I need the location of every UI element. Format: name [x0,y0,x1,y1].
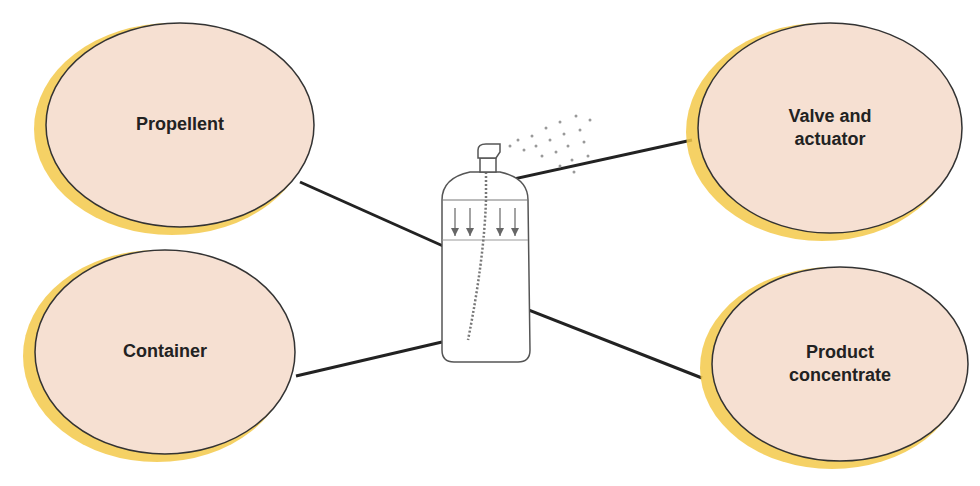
ellipse-node: Valve and actuator [692,17,968,239]
node-label: Valve and actuator [765,105,895,152]
ellipse-outline [692,17,968,239]
leader-lines [296,140,702,378]
ellipse-node: Container [29,244,301,460]
ellipse-node: Propellent [40,17,320,233]
ellipse-outline [706,261,974,467]
ellipse-node: Product concentrate [706,261,974,467]
node-label: Product concentrate [775,341,905,388]
aerosol-can [442,115,592,363]
node-label: Propellent [136,113,224,136]
node-label: Container [123,340,207,363]
